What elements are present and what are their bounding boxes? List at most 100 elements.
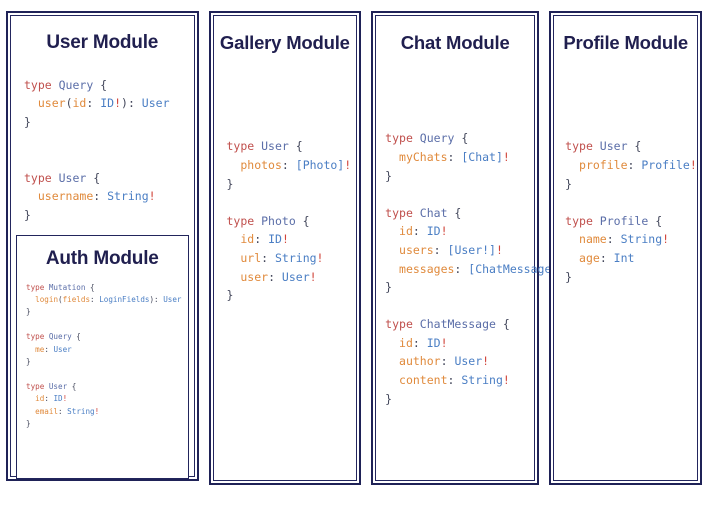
code-token: ! [344, 157, 352, 172]
code-blank-line [26, 368, 182, 380]
code-token: String [107, 189, 149, 204]
code-token: ! [689, 157, 697, 172]
code-token: ! [440, 224, 448, 239]
code-line: type Mutation { [26, 282, 182, 294]
code-line: content: String! [385, 371, 529, 390]
code-token [385, 354, 399, 368]
code-token: } [385, 280, 393, 295]
code-token: users [399, 242, 434, 257]
code-token [565, 158, 579, 172]
code-token: } [226, 288, 234, 303]
code-token: Chat [419, 205, 448, 220]
code-blank-line [565, 193, 692, 212]
code-blank-line [385, 297, 529, 316]
code-line: age: Int [565, 249, 692, 268]
code-token: } [226, 176, 234, 191]
code-blank-line [24, 150, 189, 169]
module-card-gallery: Gallery Module type User { photos: [Phot… [208, 11, 362, 485]
code-token [385, 224, 399, 238]
code-token: } [24, 208, 31, 223]
code-line: type ChatMessage { [385, 315, 529, 334]
code-token: } [26, 307, 31, 317]
code-token: User [48, 381, 68, 391]
code-token [565, 251, 579, 265]
code-blank-line [385, 185, 529, 204]
code-token: } [565, 269, 573, 284]
code-token: Query [58, 77, 94, 92]
code-token: id [35, 394, 45, 404]
code-token: { [295, 213, 310, 228]
code-token: type [385, 205, 420, 220]
code-token: type [26, 332, 49, 342]
code-token: ): [149, 294, 164, 304]
code-token: type [24, 77, 59, 92]
code-line: } [227, 286, 352, 305]
code-token: String [275, 250, 317, 265]
code-token [385, 336, 399, 350]
code-token: User [281, 269, 310, 284]
code-line: type Query { [26, 331, 182, 343]
module-title-chat: Chat Module [400, 32, 510, 53]
code-token: age [579, 250, 600, 265]
code-token: ! [482, 354, 490, 369]
code-line: me: User [26, 344, 182, 356]
code-line: profile: Profile! [565, 156, 697, 175]
code-token [385, 243, 399, 257]
code-token: fields [62, 294, 91, 304]
code-token: ! [495, 242, 503, 257]
code-token: ! [316, 250, 324, 265]
module-card-user-inner: User Module type Query { user(id: ID!): … [8, 13, 197, 479]
code-token: ChatMessage [419, 317, 496, 332]
code-token: : [627, 157, 642, 172]
code-token: : [93, 189, 108, 204]
code-token: myChats [399, 149, 448, 164]
code-line: } [565, 175, 692, 194]
code-token [227, 158, 241, 172]
code-token: type [226, 139, 262, 154]
code-token: Query [48, 332, 72, 342]
code-token [26, 407, 35, 416]
code-line: type User { [227, 137, 352, 156]
module-card-profile-inner: Profile Module type User { profile: Prof… [551, 13, 700, 483]
schema-code-gallery: type User { photos: [Photo]!}type Photo … [227, 137, 352, 304]
code-token: { [67, 381, 77, 391]
code-token: ! [62, 394, 68, 404]
code-line: type Chat { [385, 204, 529, 223]
code-line: } [24, 206, 189, 225]
code-line: type Profile { [565, 212, 692, 231]
code-token: ! [662, 232, 670, 247]
code-line: email: String! [26, 406, 182, 418]
code-token: ! [440, 335, 448, 350]
code-token: Photo [261, 213, 296, 228]
code-token: user [37, 96, 66, 111]
code-token: } [565, 176, 573, 191]
module-title-user: User Module [46, 32, 159, 53]
code-line: id: ID! [385, 334, 529, 353]
code-line: } [26, 306, 182, 318]
code-token: ! [148, 189, 156, 204]
code-token: [User!] [447, 242, 496, 257]
code-line: user: User! [227, 268, 352, 287]
code-line: id: ID! [227, 230, 352, 249]
code-blank-line [24, 132, 189, 151]
code-token: { [447, 205, 462, 220]
code-line: type User { [26, 381, 182, 393]
schema-code-profile: type User { profile: Profile!}type Profi… [565, 137, 697, 286]
code-token: ID [426, 335, 441, 350]
code-token: : [599, 250, 614, 265]
code-token: { [93, 77, 108, 92]
code-token: ID [268, 232, 282, 247]
code-line: type User { [24, 169, 189, 188]
code-token: : [447, 373, 462, 388]
code-token: { [71, 332, 81, 342]
code-token: { [495, 317, 510, 332]
code-token: type [565, 139, 600, 154]
code-token [24, 96, 38, 110]
code-token: username [37, 189, 94, 204]
code-line: users: [User!]! [385, 241, 529, 260]
schema-code-user: type Query { user(id: ID!): User}type Us… [24, 76, 189, 225]
code-token: User [261, 139, 289, 154]
code-token: author [399, 354, 441, 369]
code-token: Profile [599, 213, 649, 228]
code-token: id [399, 224, 413, 239]
